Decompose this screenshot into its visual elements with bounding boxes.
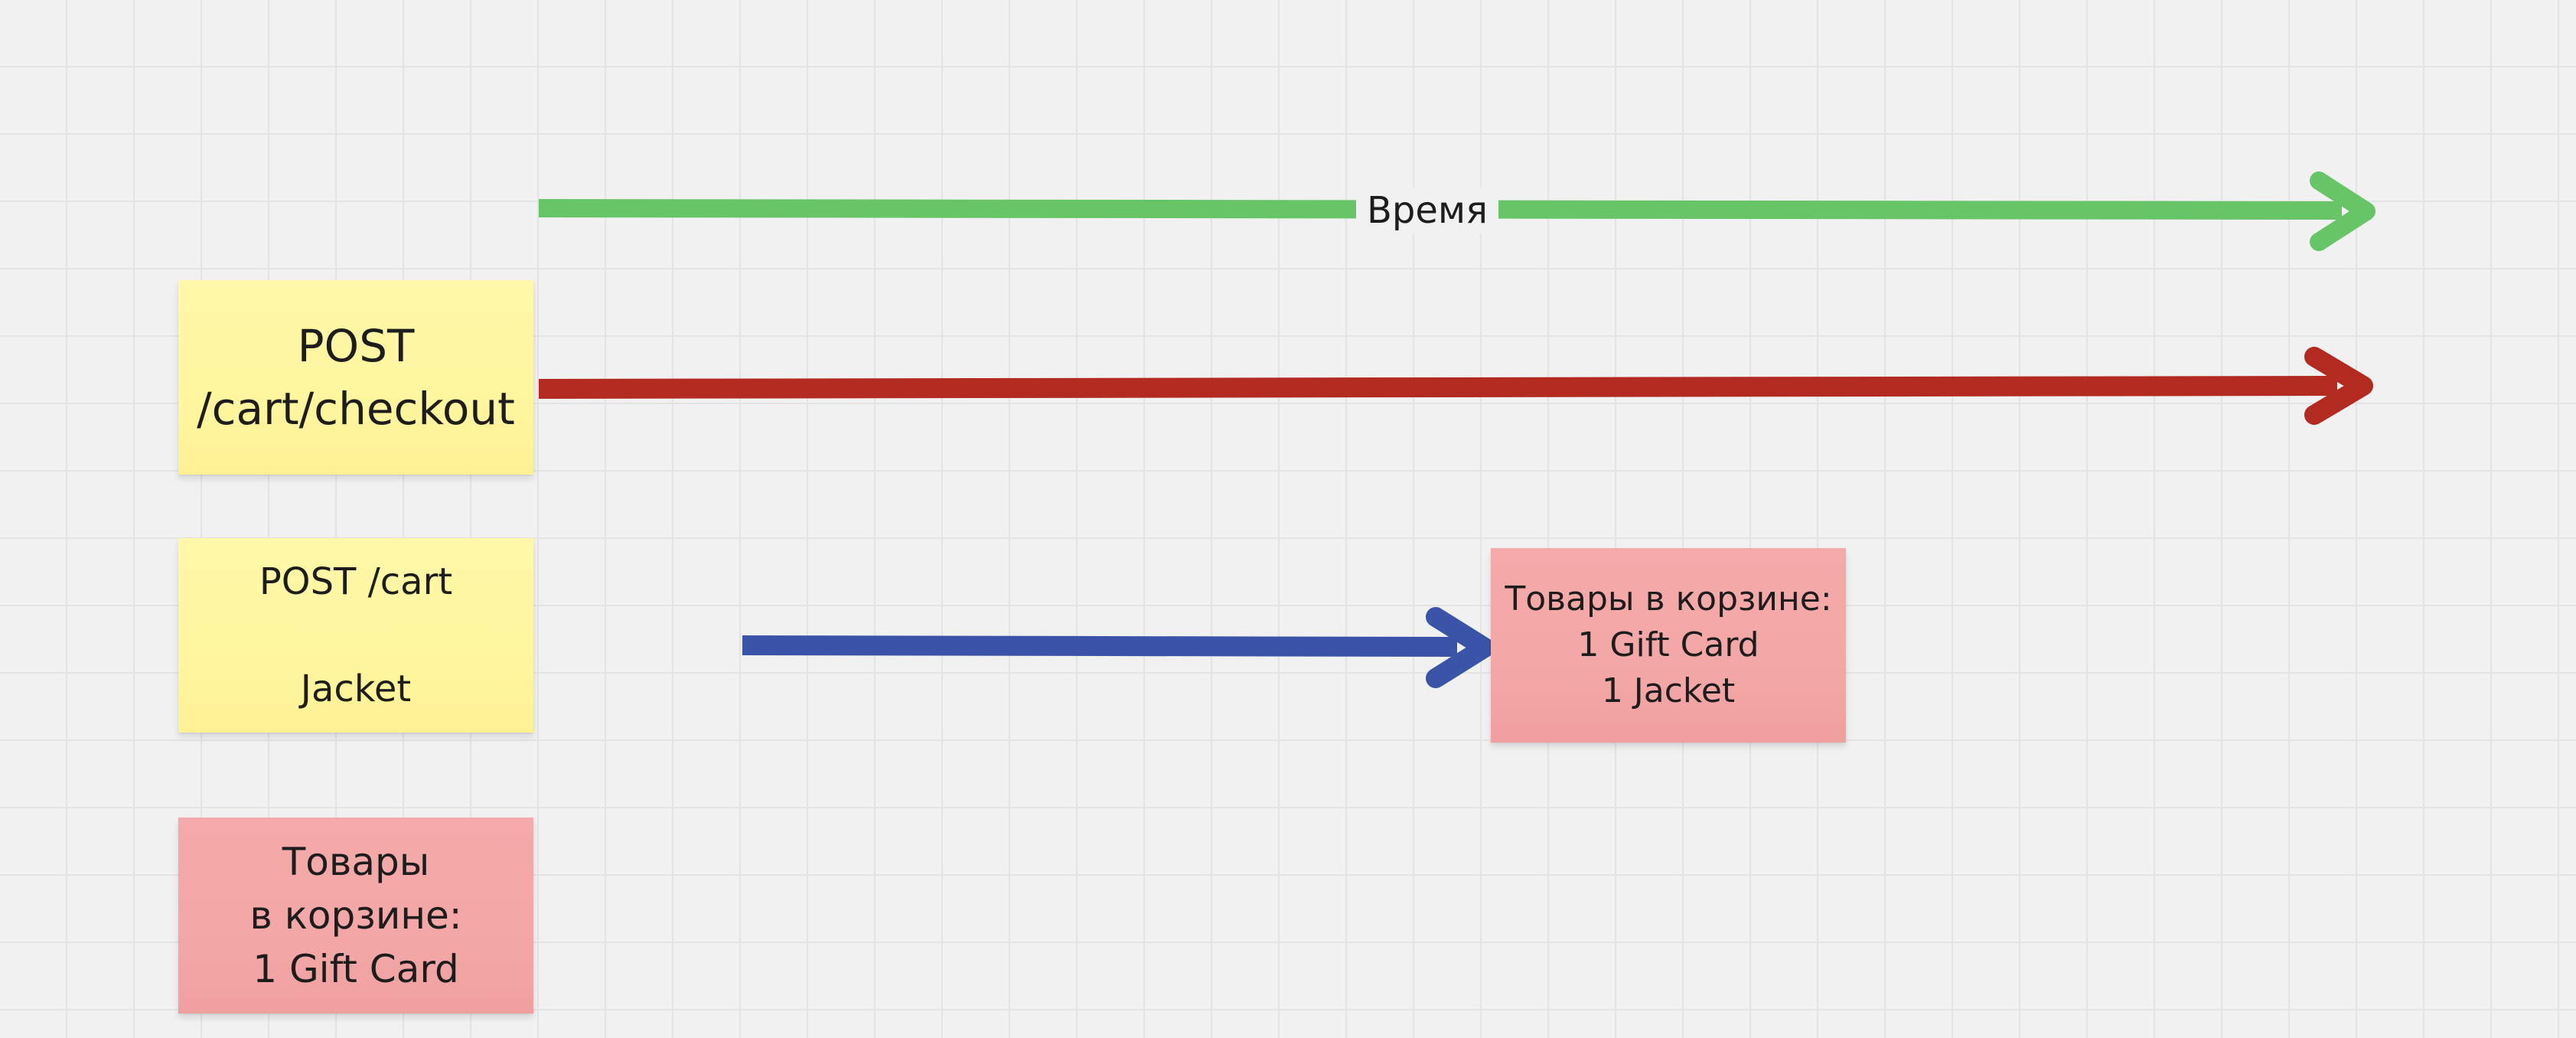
sticky-note-text: /cart/checkout bbox=[197, 383, 515, 435]
sticky-note-text: POST bbox=[297, 320, 415, 372]
checkout-arrow[interactable] bbox=[538, 347, 2373, 425]
sticky-note-add-to-cart[interactable]: POST /cart Jacket bbox=[178, 538, 533, 733]
sticky-note-text: 1 Gift Card bbox=[1577, 625, 1759, 664]
sticky-note-cart-result[interactable]: Товары в корзине: 1 Gift Card 1 Jacket bbox=[1491, 548, 1846, 743]
sticky-note-text: POST /cart bbox=[259, 560, 453, 603]
sticky-note-text: Товары в корзине: bbox=[1505, 579, 1832, 619]
sticky-note-text: 1 Gift Card bbox=[253, 947, 459, 991]
sticky-note-text: 1 Jacket bbox=[1601, 671, 1736, 710]
sticky-note-text: Jacket bbox=[300, 668, 412, 710]
timeline-label[interactable]: Время bbox=[1356, 188, 1499, 233]
sticky-note-text: в корзине: bbox=[249, 893, 462, 938]
sticky-note-checkout[interactable]: POST /cart/checkout bbox=[178, 280, 533, 475]
add-to-cart-arrow[interactable] bbox=[742, 607, 1495, 688]
sticky-note-text: Товары bbox=[282, 840, 430, 884]
sticky-note-cart-initial[interactable]: Товары в корзине: 1 Gift Card bbox=[178, 818, 533, 1014]
